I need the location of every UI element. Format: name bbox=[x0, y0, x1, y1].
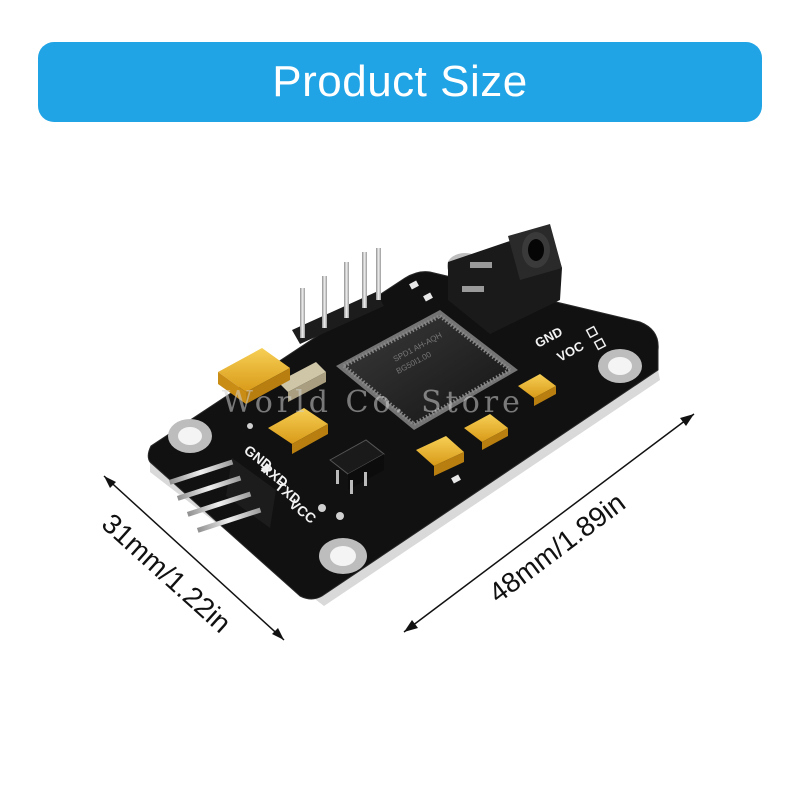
watermark-text: World Co. Store bbox=[222, 385, 524, 420]
voltage-regulator bbox=[329, 439, 385, 494]
length-dimension bbox=[403, 413, 695, 633]
capacitor-4 bbox=[464, 414, 508, 450]
pcb-board bbox=[147, 271, 660, 606]
pin-header-side bbox=[168, 458, 276, 533]
crystal-oscillator bbox=[278, 362, 326, 402]
width-label: 31mm/1.22in bbox=[96, 507, 237, 638]
capacitor-1 bbox=[218, 348, 290, 404]
mounting-hole-bottom bbox=[319, 538, 367, 574]
pin-header-top bbox=[292, 248, 384, 344]
smd-components bbox=[247, 280, 461, 520]
mounting-hole-right bbox=[598, 349, 642, 383]
capacitor-3 bbox=[416, 436, 464, 476]
capacitor-5 bbox=[518, 374, 556, 406]
length-label: 48mm/1.89in bbox=[483, 487, 631, 609]
main-ic-chip: SPD1 AH-AQH BG50I1.00 bbox=[336, 310, 518, 430]
title-banner: Product Size bbox=[38, 42, 762, 122]
audio-jack bbox=[448, 224, 562, 334]
mounting-hole-left bbox=[168, 419, 212, 453]
capacitor-2 bbox=[268, 408, 328, 454]
banner-title: Product Size bbox=[272, 57, 528, 106]
width-dimension bbox=[103, 475, 285, 641]
